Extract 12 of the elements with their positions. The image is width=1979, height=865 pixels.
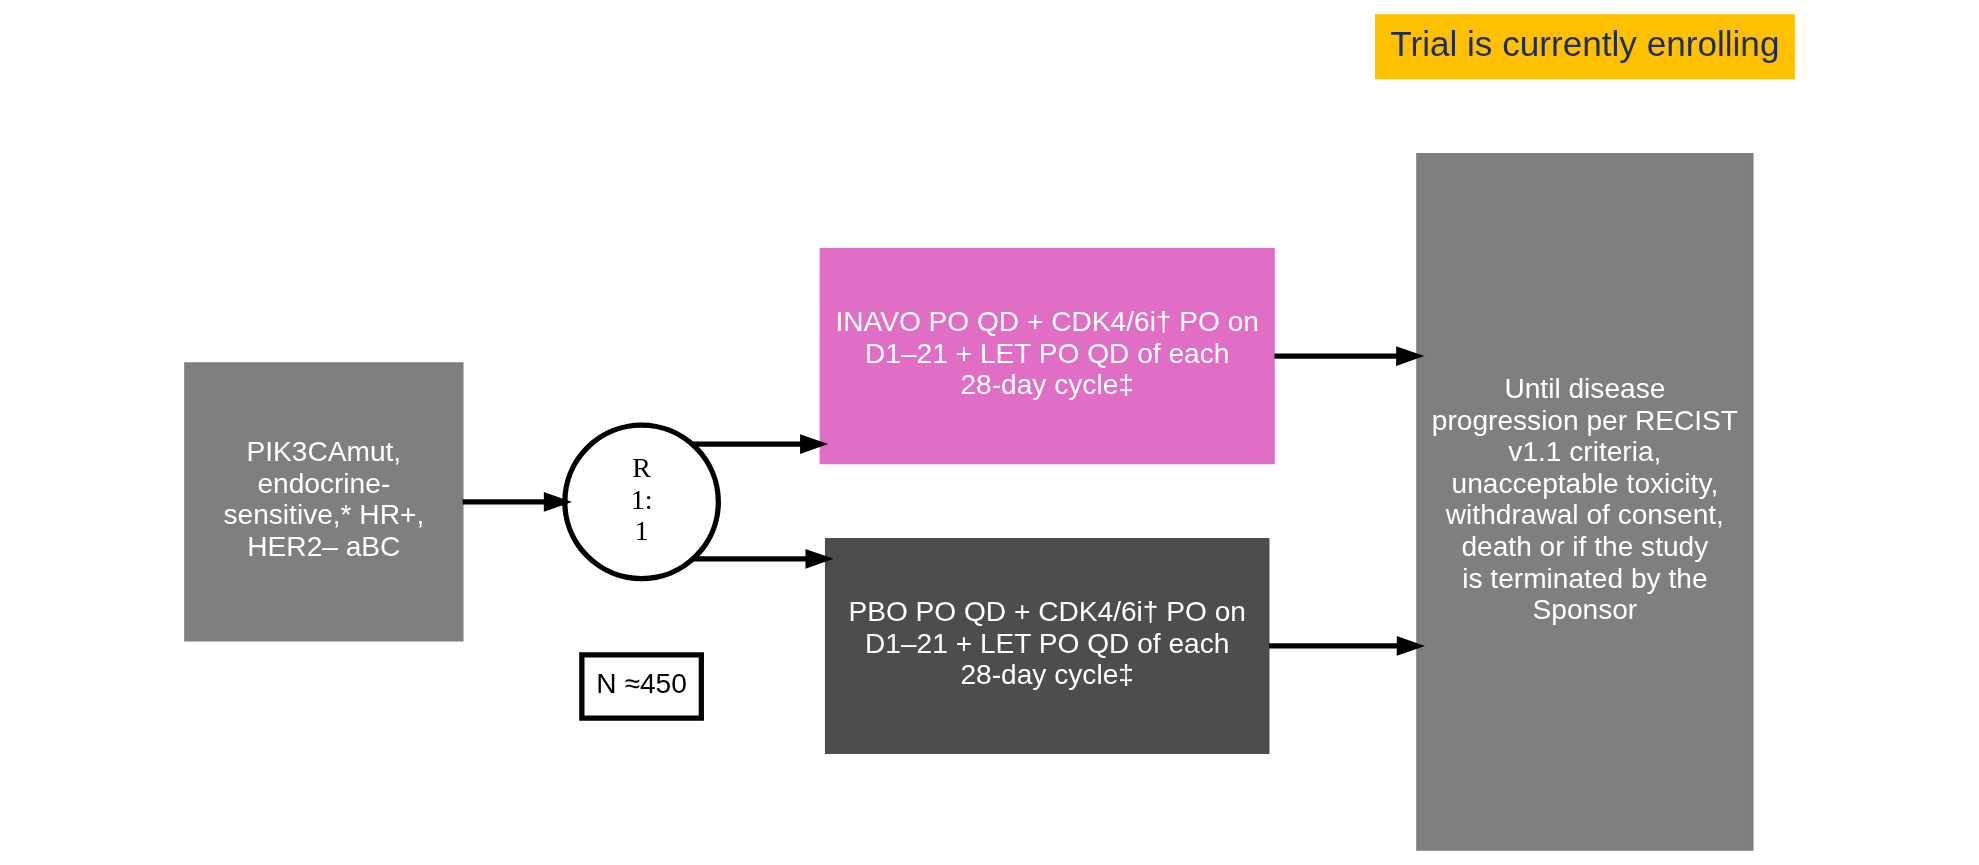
node-box: N ≈450 (579, 652, 704, 721)
node-box: PBO PO QD + CDK4/6i† PO on D1–21 + LET PO QD of each 28-day cycle‡ (824, 537, 1270, 755)
node-box: INAVO PO QD + CDK4/6i† PO on D1–21 + LET PO QD of each 28-day cycle‡ (819, 248, 1275, 465)
arrow (1274, 346, 1425, 366)
arrow (693, 549, 834, 569)
node-box: Trial is currently enrolling (1374, 14, 1795, 80)
arrow (462, 492, 573, 512)
arrow (1269, 636, 1425, 656)
arrow (692, 434, 829, 454)
node-box: Until disease progression per RECIST v1.1 criteria, unacceptable toxicity, withdrawal of consent, death or if the study is terminated by the Sponsor (1416, 153, 1754, 851)
node-circle: R 1:1 (562, 422, 721, 582)
node-box: PIK3CAmut, endocrine-sensitive,* HR+, HER2– aBC (184, 362, 464, 642)
